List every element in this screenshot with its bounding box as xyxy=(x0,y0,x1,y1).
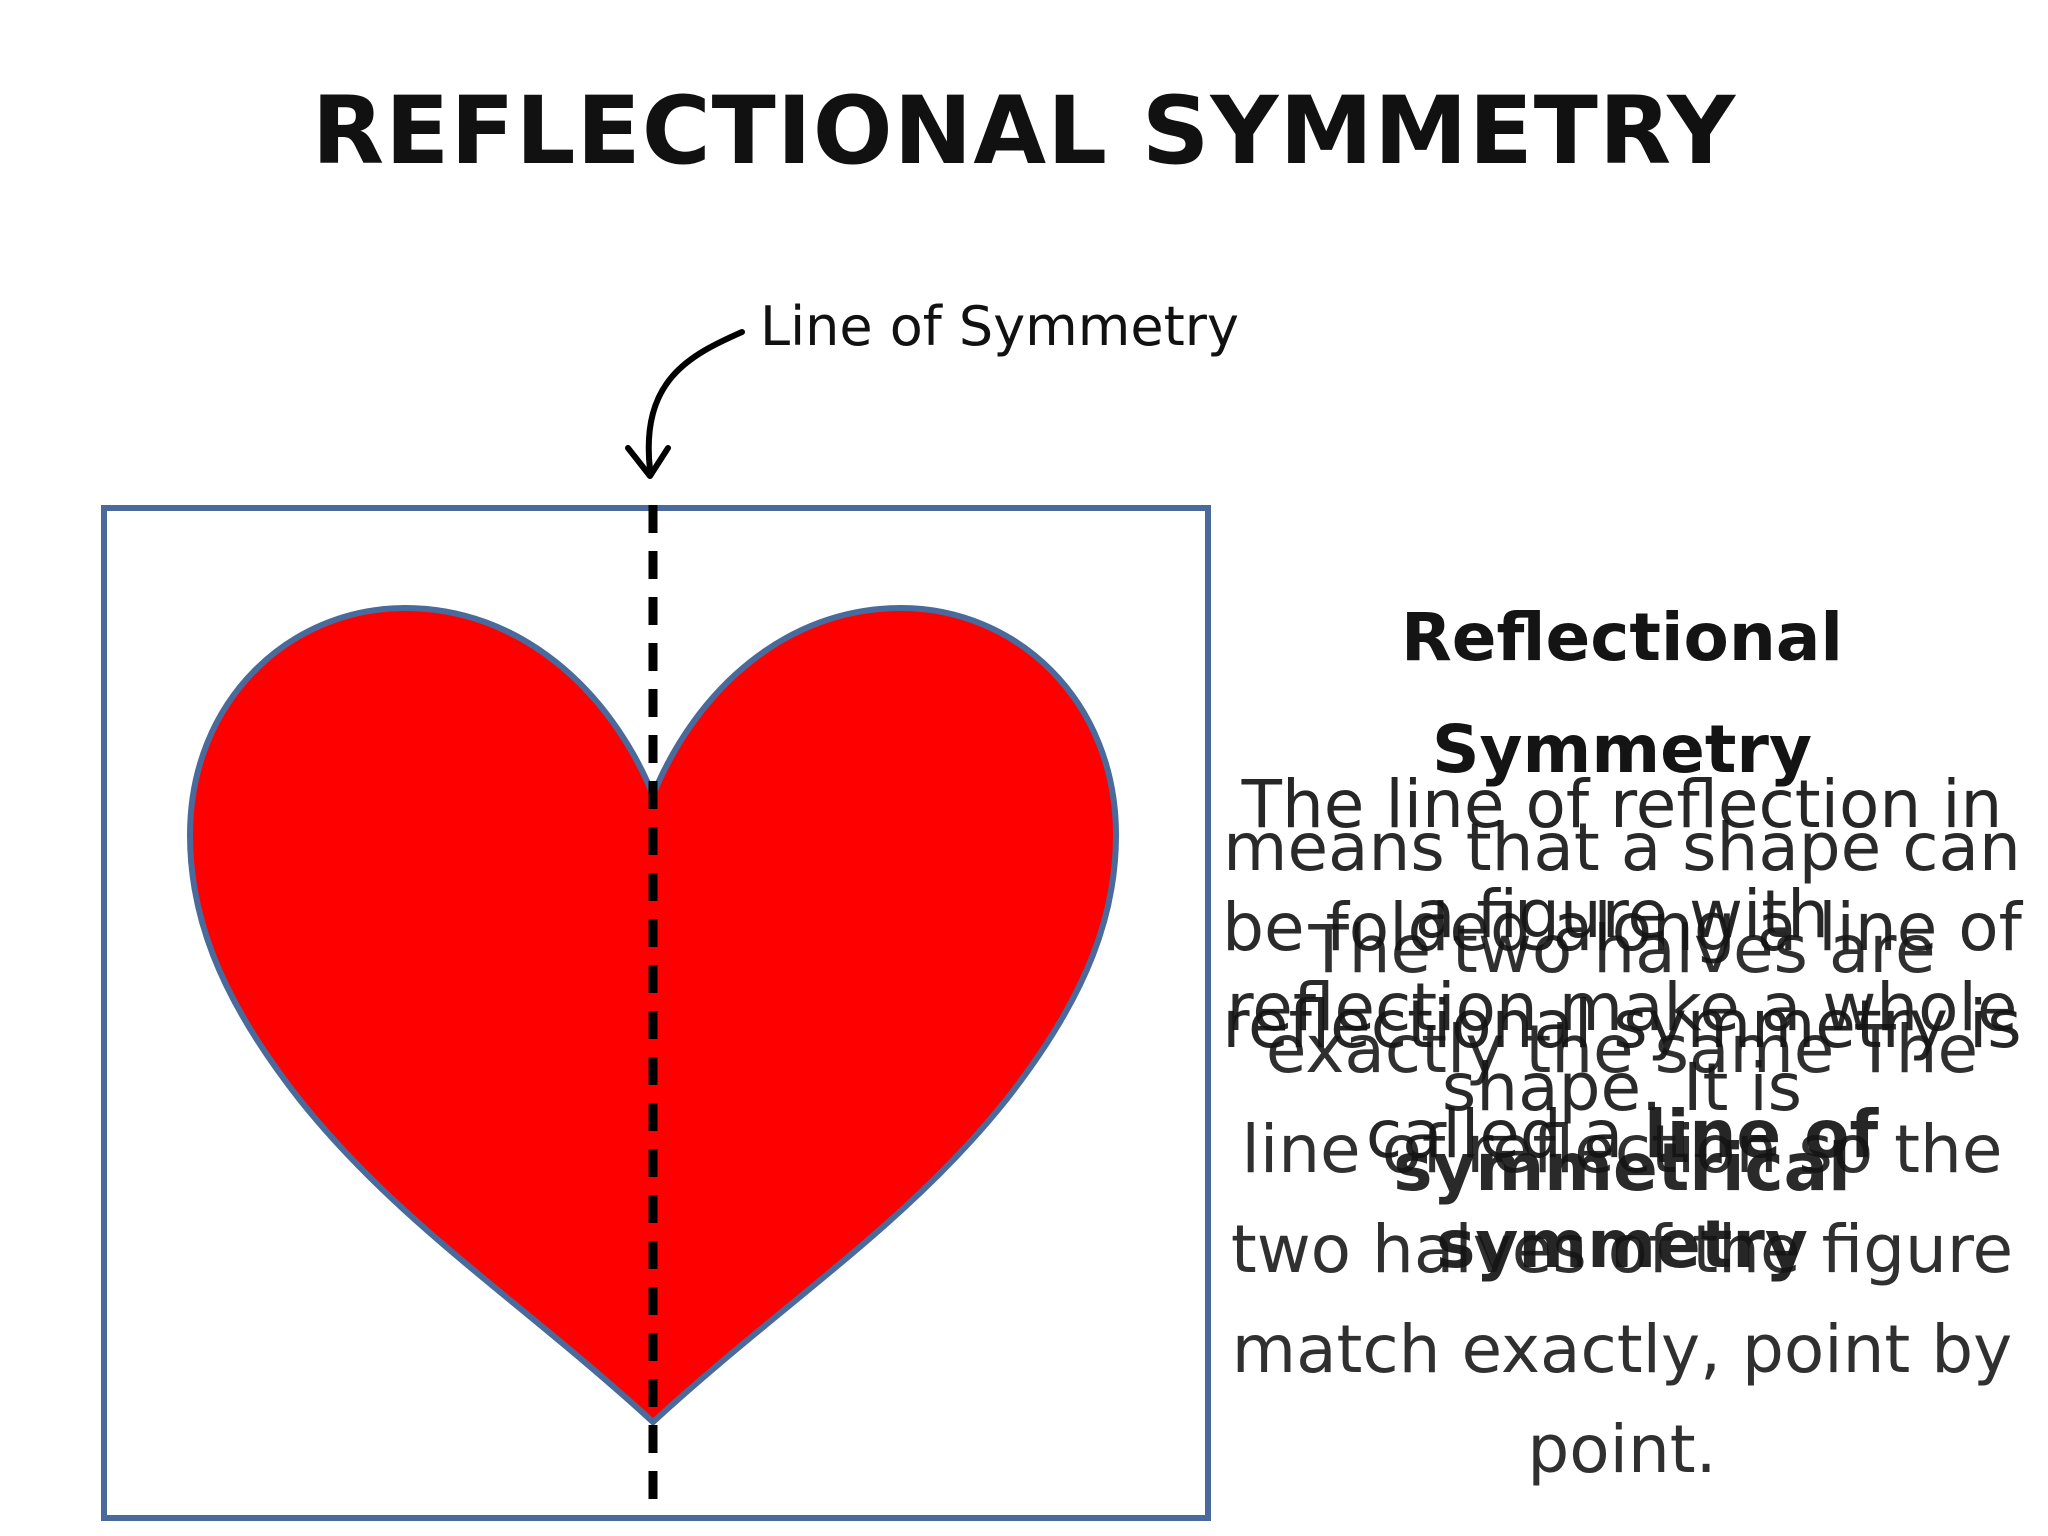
callout-text-halves-body-2: The line of reflection so the two halves… xyxy=(1230,1011,2014,1488)
callout-text-reflection-body: The line of reflection in a figure with … xyxy=(1222,766,2022,1173)
callout-text-shape-bold: symmetrical xyxy=(1393,1129,1851,1206)
callout-text-reflection-bold: line of symmetry xyxy=(1436,1096,1879,1283)
label-arrow xyxy=(645,329,745,473)
line-of-symmetry-label: Line of Symmetry xyxy=(760,295,1239,358)
callout-heading: Reflectional Symmetry xyxy=(1400,599,1844,788)
callout-text-halves: The two halves are exactly the same The … xyxy=(1222,900,2022,1500)
callout-text-shape: means that a shape can be folded along a… xyxy=(1222,808,2022,1208)
callout-text-reflection: The line of reflection in a figure with … xyxy=(1222,750,2022,1300)
callout-text-shape-body: means that a shape can be folded along a… xyxy=(1222,809,2022,1046)
callout-text-halves-body: The two halves are exactly the same xyxy=(1265,911,1936,1088)
callout-text-shape-body-2: make a whole shape. It is xyxy=(1441,969,2018,1126)
slide-title: REFLECTIONAL SYMMETRY xyxy=(311,77,1737,186)
arrow-head-icon xyxy=(625,445,671,479)
